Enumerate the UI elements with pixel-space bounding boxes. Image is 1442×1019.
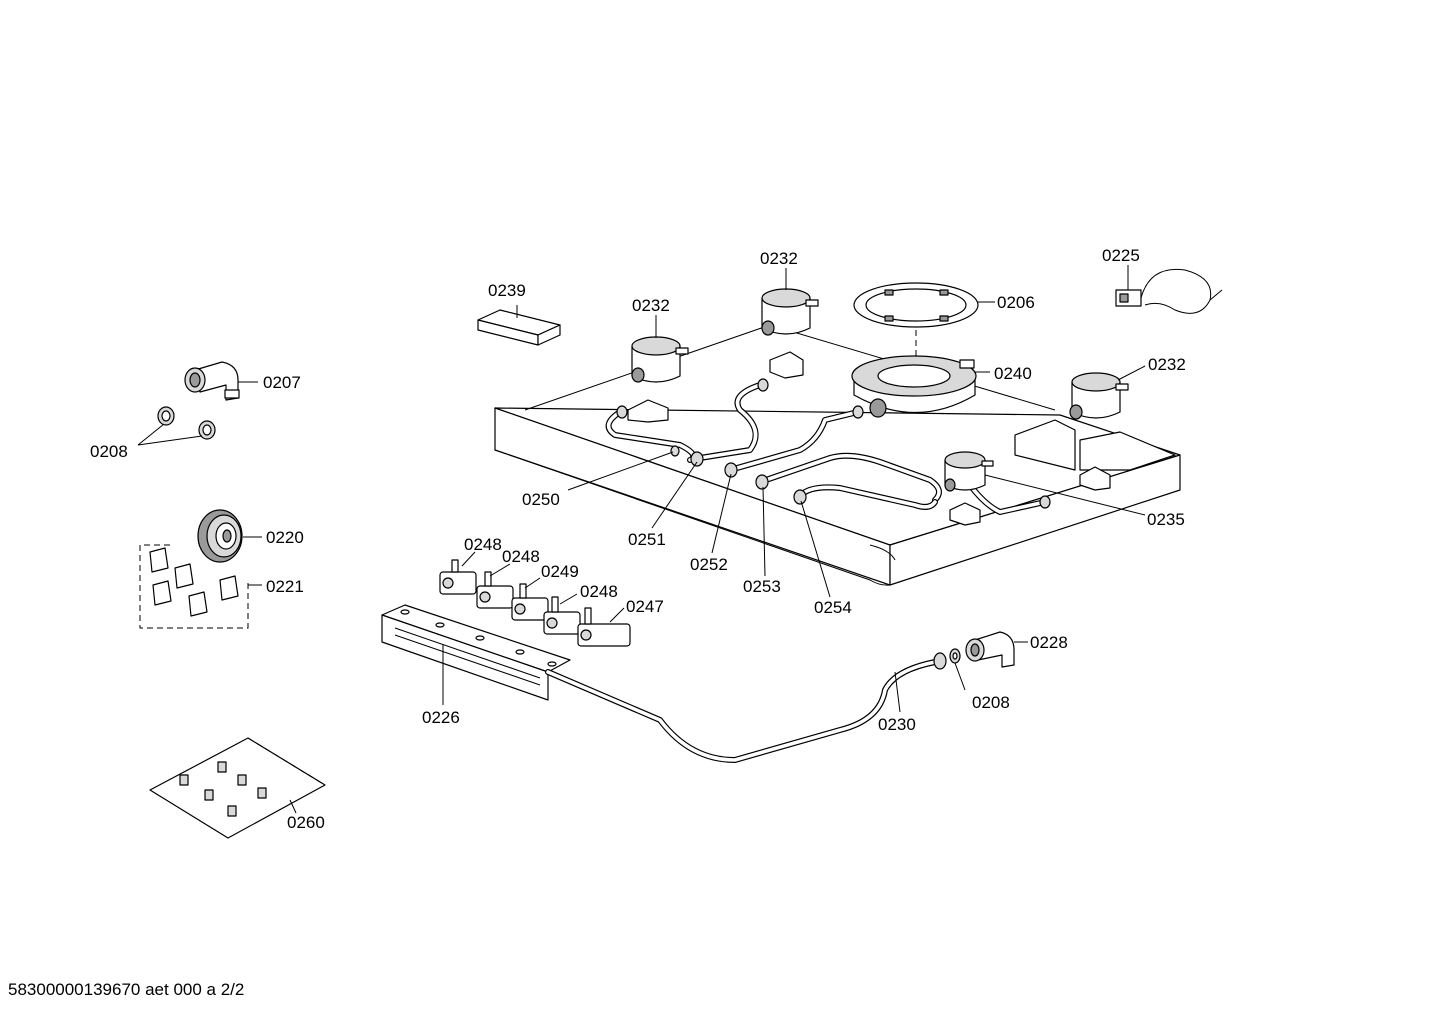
gas-pipes — [605, 382, 1048, 515]
label-0248-b: 0248 — [502, 547, 540, 566]
label-0208-left: 0208 — [90, 442, 128, 461]
gas-valves — [439, 559, 631, 647]
wok-burner-base — [851, 355, 977, 418]
label-0232-left: 0232 — [632, 296, 670, 315]
mounting-bracket — [627, 351, 1111, 526]
label-0248-a: 0248 — [464, 535, 502, 554]
label-0248-c: 0248 — [580, 582, 618, 601]
main-gas-pipe — [545, 652, 947, 763]
document-id: 58300000139670 aet 000 a 2/2 — [8, 980, 245, 999]
label-0206: 0206 — [997, 293, 1035, 312]
burner-ring — [853, 282, 979, 328]
pipe-nuts — [616, 378, 1051, 509]
elbow-connector-left — [184, 361, 240, 401]
label-0249: 0249 — [541, 562, 579, 581]
burner-base-small — [944, 451, 994, 492]
valve-mounting-rail — [381, 604, 571, 701]
label-0240: 0240 — [994, 364, 1032, 383]
label-0221: 0221 — [266, 577, 304, 596]
label-0230: 0230 — [878, 715, 916, 734]
label-0260: 0260 — [287, 813, 325, 832]
electrical-block — [477, 309, 561, 346]
nozzle-bag — [149, 737, 326, 839]
sealing-rings — [157, 406, 961, 664]
label-0252: 0252 — [690, 555, 728, 574]
label-0220: 0220 — [266, 528, 304, 547]
label-0235: 0235 — [1147, 510, 1185, 529]
leader-lines — [137, 265, 1146, 814]
label-0239: 0239 — [488, 281, 526, 300]
burner-base-left — [631, 336, 689, 383]
label-0251: 0251 — [628, 530, 666, 549]
label-0232-right: 0232 — [1148, 355, 1186, 374]
knob-clips — [139, 544, 249, 629]
label-0225: 0225 — [1102, 246, 1140, 265]
ignition-cable — [1115, 268, 1223, 314]
label-0250: 0250 — [522, 490, 560, 509]
burner-base-top — [761, 288, 819, 336]
label-0226: 0226 — [422, 708, 460, 727]
label-0207: 0207 — [263, 373, 301, 392]
label-0254: 0254 — [814, 598, 852, 617]
label-0208-right: 0208 — [972, 693, 1010, 712]
part-labels: 0206 0207 0208 0208 0220 0221 0225 0226 … — [90, 246, 1186, 832]
elbow-connector-right — [965, 631, 1015, 668]
label-0228: 0228 — [1030, 633, 1068, 652]
label-0247: 0247 — [626, 597, 664, 616]
label-0232-top: 0232 — [760, 249, 798, 268]
rotary-knob — [197, 509, 243, 563]
label-0253: 0253 — [743, 577, 781, 596]
burner-base-right — [1069, 372, 1129, 420]
